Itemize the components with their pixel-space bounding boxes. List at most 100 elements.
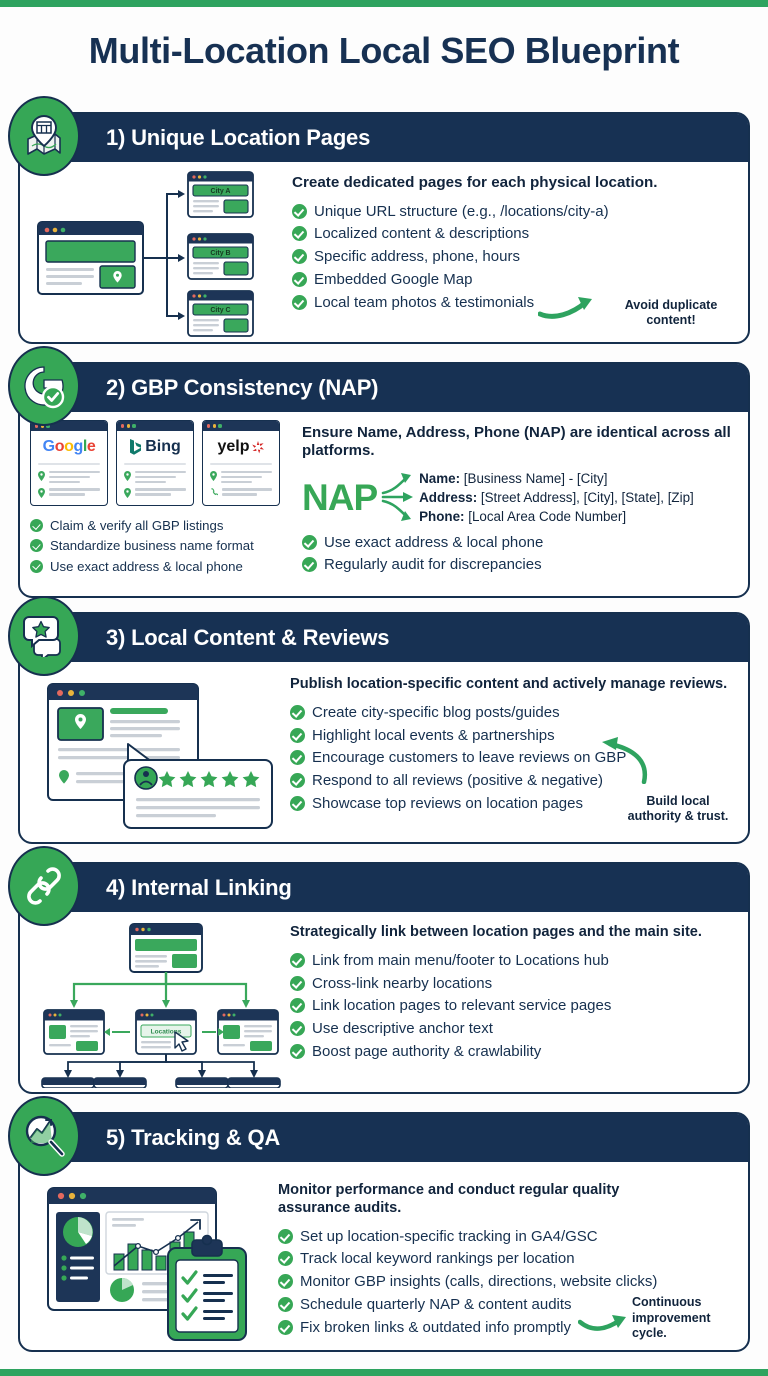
list-item: Localized content & descriptions xyxy=(292,223,736,246)
section-content-4: Strategically link between location page… xyxy=(290,920,736,1088)
check-icon xyxy=(290,773,305,789)
section-bullets-2-left: Claim & verify all GBP listings Standard… xyxy=(30,516,292,576)
list-item: Unique URL structure (e.g., /locations/c… xyxy=(292,201,736,224)
section-card-3: 3) Local Content & Reviews xyxy=(8,596,750,844)
section-title-3: 3) Local Content & Reviews xyxy=(106,625,390,650)
nap-row-name: Name: [Business Name] - [City] xyxy=(419,470,608,486)
check-icon xyxy=(290,975,305,991)
list-item: Regularly audit for discrepancies xyxy=(302,554,736,577)
list-item: Use exact address & local phone xyxy=(30,557,292,577)
section-header-2: 2) GBP Consistency (NAP) xyxy=(8,346,748,426)
list-item: Respond to all reviews (positive & negat… xyxy=(290,770,736,793)
map-location-pin-icon xyxy=(8,96,80,176)
section-header-1: 1) Unique Location Pages xyxy=(8,96,748,176)
pin-icon xyxy=(38,488,45,499)
platform-card-bing: Bing xyxy=(116,420,194,507)
check-icon xyxy=(278,1251,293,1267)
bottom-accent-bar xyxy=(0,1369,768,1376)
nap-breakdown: NAP Name: [Business Name] - [City] Addre… xyxy=(302,469,736,526)
phone-icon xyxy=(211,488,218,497)
check-icon xyxy=(292,249,307,265)
unique-location-pages-diagram: City A City B xyxy=(32,170,282,338)
google-logo: Google xyxy=(42,438,96,455)
section-header-3: 3) Local Content & Reviews xyxy=(8,596,748,676)
check-icon xyxy=(290,704,305,720)
section-bullets-3: Create city-specific blog posts/guides H… xyxy=(290,702,736,816)
nap-rows: Name: [Business Name] - [City] Address: … xyxy=(419,469,694,526)
section-title-4: 4) Internal Linking xyxy=(106,875,292,900)
yelp-burst-icon xyxy=(251,441,264,454)
section-note-3: Build local authority & trust. xyxy=(627,794,729,823)
section-title-2: 2) GBP Consistency (NAP) xyxy=(106,375,379,400)
section-lead-3: Publish location-specific content and ac… xyxy=(290,676,728,692)
magnifier-chart-icon xyxy=(8,1096,80,1176)
yelp-logo: yelp xyxy=(203,431,279,463)
section-lead-2: Ensure Name, Address, Phone (NAP) are id… xyxy=(302,424,731,460)
curved-arrow-icon xyxy=(578,1315,626,1331)
svg-text:Locations: Locations xyxy=(151,1029,182,1036)
svg-text:City C: City C xyxy=(210,307,230,314)
pin-icon xyxy=(38,470,45,481)
chain-link-icon xyxy=(8,846,80,926)
list-item: Fix broken links & outdated info promptl… xyxy=(278,1317,736,1340)
section-card-5: 5) Tracking & QA xyxy=(8,1096,750,1352)
bing-logo: Bing xyxy=(117,431,193,463)
section-content-5: Monitor performance and conduct regular … xyxy=(278,1174,736,1342)
list-item: Monitor GBP insights (calls, directions,… xyxy=(278,1271,736,1294)
google-business-profile-check-icon xyxy=(8,346,80,426)
nap-row-address: Address: [Street Address], [City], [Stat… xyxy=(419,489,694,505)
section-bullets-4: Link from main menu/footer to Locations … xyxy=(290,950,736,1064)
check-icon xyxy=(278,1319,293,1335)
check-icon xyxy=(290,998,305,1014)
nap-arrows-icon xyxy=(381,473,414,522)
nap-acronym: NAP xyxy=(302,476,378,518)
top-accent-bar xyxy=(0,0,768,7)
section-note-5: Continuous improvement cycle. xyxy=(632,1295,711,1341)
list-item: Boost page authority & crawlability xyxy=(290,1041,736,1064)
list-item: Standardize business name format xyxy=(30,536,292,556)
section-header-4: 4) Internal Linking xyxy=(8,846,748,926)
section-header-5: 5) Tracking & QA xyxy=(8,1096,748,1176)
section-card-4: 4) Internal Linking xyxy=(8,846,750,1094)
tracking-qa-diagram xyxy=(34,1174,272,1342)
gbp-platforms-column: Google xyxy=(30,420,292,577)
check-icon xyxy=(302,534,317,550)
section-note-1: Avoid duplicate content! xyxy=(624,298,718,327)
section-content-1: Create dedicated pages for each physical… xyxy=(288,170,736,338)
check-icon xyxy=(278,1296,293,1312)
check-icon xyxy=(30,559,43,573)
check-icon xyxy=(292,203,307,219)
platform-card-list: Google xyxy=(30,420,292,507)
svg-text:City A: City A xyxy=(211,188,231,195)
check-icon xyxy=(30,519,43,533)
section-card-2: 2) GBP Consistency (NAP) Google xyxy=(8,346,750,598)
list-item: Use descriptive anchor text xyxy=(290,1018,736,1041)
check-icon xyxy=(292,226,307,242)
list-item: Track local keyword rankings per locatio… xyxy=(278,1248,736,1271)
check-icon xyxy=(278,1228,293,1244)
check-icon xyxy=(292,271,307,287)
check-icon xyxy=(292,294,307,310)
list-item: Cross-link nearby locations xyxy=(290,973,736,996)
list-item: Showcase top reviews on location pages xyxy=(290,793,736,816)
list-item: Link from main menu/footer to Locations … xyxy=(290,950,736,973)
platform-card-google: Google xyxy=(30,420,108,507)
bing-glyph-icon xyxy=(130,439,142,455)
check-icon xyxy=(290,1021,305,1037)
curved-arrow-icon xyxy=(602,737,648,784)
nap-row-phone: Phone: [Local Area Code Number] xyxy=(419,508,627,524)
check-icon xyxy=(302,557,317,573)
page-title: Multi-Location Local SEO Blueprint xyxy=(88,30,680,71)
svg-text:City B: City B xyxy=(210,250,230,257)
local-content-reviews-diagram xyxy=(34,672,284,834)
list-item: Create city-specific blog posts/guides xyxy=(290,702,736,725)
internal-linking-diagram: Locations xyxy=(32,920,284,1088)
list-item: Encourage customers to leave reviews on … xyxy=(290,747,736,770)
check-icon xyxy=(290,952,305,968)
check-icon xyxy=(290,727,305,743)
section-bullets-1: Unique URL structure (e.g., /locations/c… xyxy=(292,201,736,315)
check-icon xyxy=(290,750,305,766)
list-item: Use exact address & local phone xyxy=(302,532,736,555)
section-lead-1: Create dedicated pages for each physical… xyxy=(292,174,658,191)
